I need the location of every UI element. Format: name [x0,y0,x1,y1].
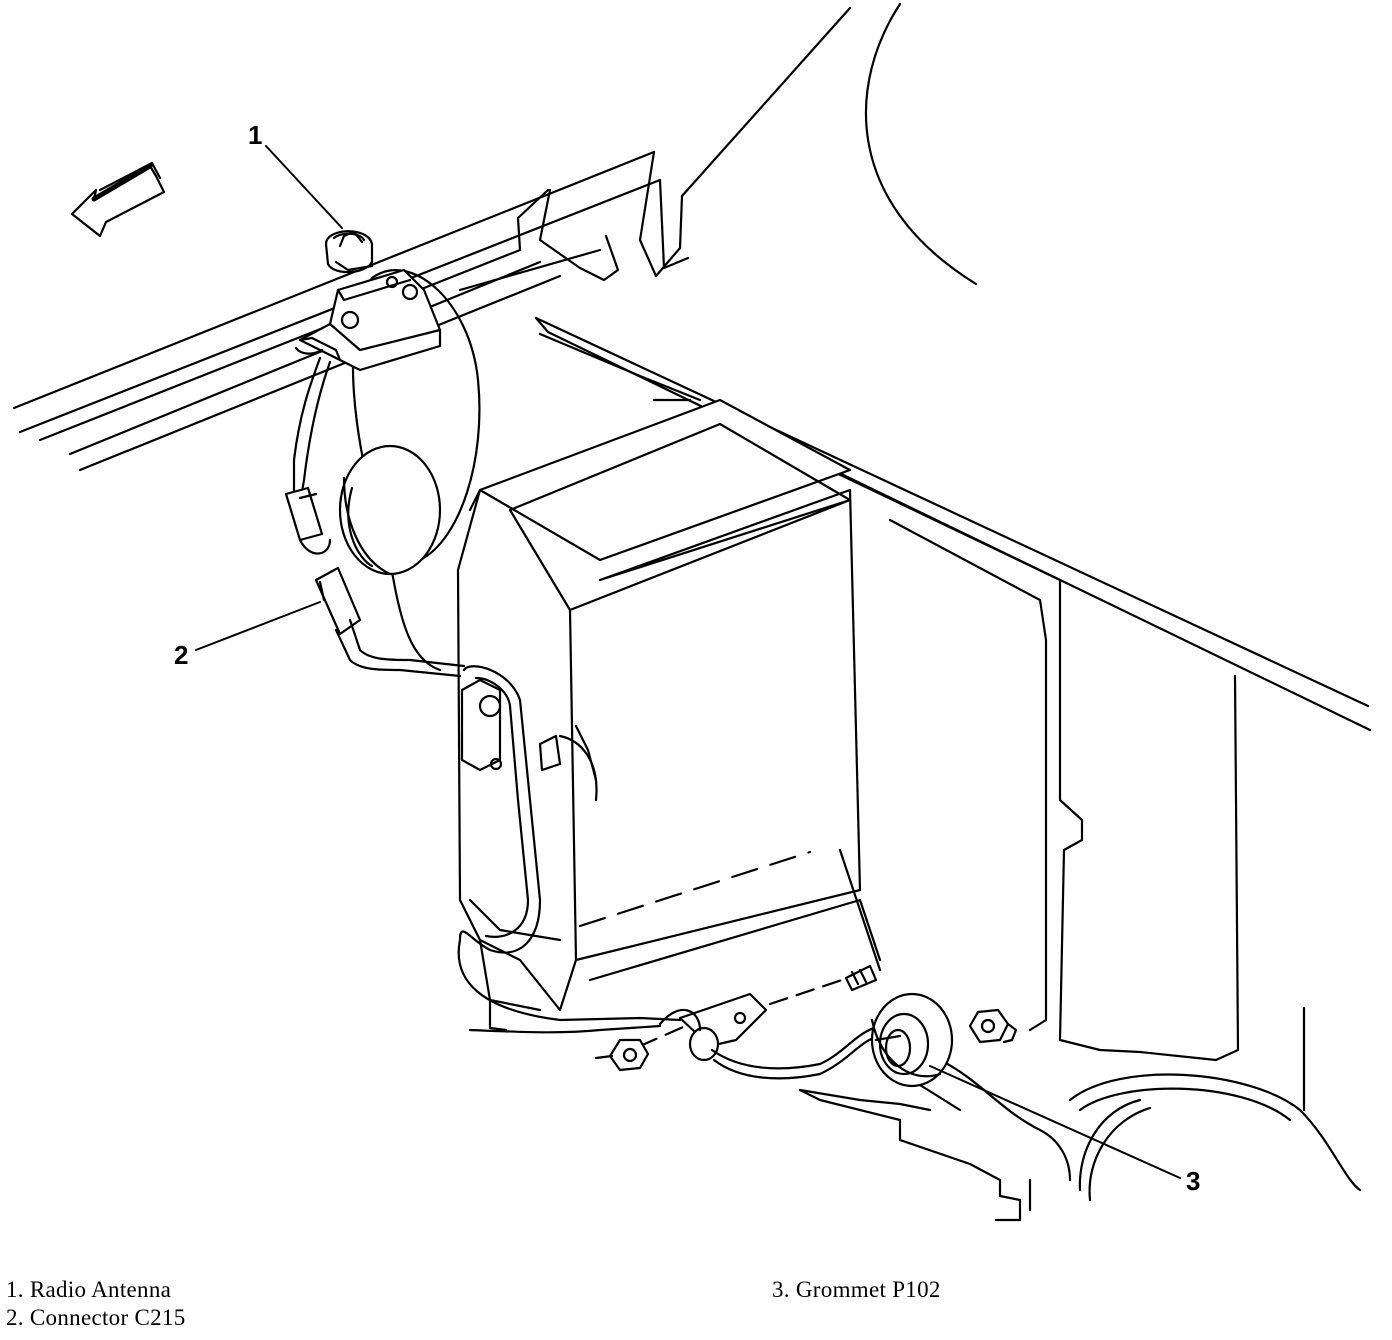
callout-leader-1 [265,145,343,229]
grommet-p102 [870,992,954,1088]
mounting-bracket [638,972,882,1080]
callout-leader-3 [929,1065,1181,1179]
fastener-nut-right [968,1008,1018,1044]
upper-body-panel [12,6,852,472]
legend-item-radio-antenna: 1. Radio Antenna [6,1277,172,1302]
legend-item-grommet-p102: 3. Grommet P102 [772,1277,941,1302]
connector-c215 [314,566,466,678]
antenna-cable-lower [457,665,682,1034]
enclosure-box [456,398,882,1032]
fastener-nut-left [594,1038,650,1072]
legend-left-column: 1. Radio Antenna 2. Connector C215 [6,1276,186,1332]
front-direction-arrow-icon [70,161,166,238]
fastener-stud-center [844,964,878,992]
antenna-cable-upper [284,356,332,555]
lower-trim-panel [798,1058,1072,1222]
legend-item-connector-c215: 2. Connector C215 [6,1305,186,1330]
callout-number-2: 2 [174,640,188,670]
callout-number-3: 3 [1186,1166,1200,1196]
callout-number-1: 1 [248,120,262,150]
speaker-disc [338,269,692,672]
callout-leader-2 [195,601,321,651]
radio-antenna [294,230,442,372]
legend-right-column: 3. Grommet P102 [772,1276,941,1304]
